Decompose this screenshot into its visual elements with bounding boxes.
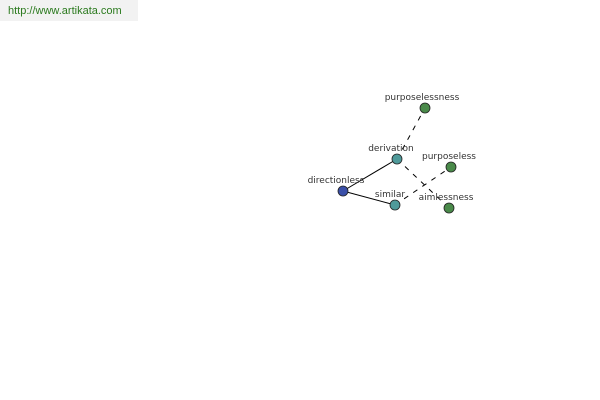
node-purposelessness[interactable]: purposelessness bbox=[385, 93, 460, 114]
edge-directionless-derivation bbox=[342, 158, 398, 192]
node-dot-directionless[interactable] bbox=[337, 185, 349, 197]
node-derivation[interactable]: derivation bbox=[368, 144, 414, 165]
node-label-derivation: derivation bbox=[368, 144, 414, 154]
node-label-similar: similar bbox=[375, 190, 405, 200]
node-label-directionless: directionless bbox=[308, 176, 365, 186]
node-dot-aimlessness[interactable] bbox=[443, 202, 455, 214]
node-directionless[interactable]: directionless bbox=[308, 176, 365, 197]
node-label-purposeless: purposeless bbox=[422, 152, 476, 162]
node-label-aimlessness: aimlessness bbox=[419, 193, 474, 203]
top-bar: http://www.artikata.com bbox=[0, 0, 138, 21]
node-dot-derivation[interactable] bbox=[391, 153, 403, 165]
node-purposeless[interactable]: purposeless bbox=[422, 152, 476, 173]
node-aimlessness[interactable]: aimlessness bbox=[419, 193, 474, 214]
node-dot-purposeless[interactable] bbox=[445, 161, 457, 173]
node-label-purposelessness: purposelessness bbox=[385, 93, 460, 103]
nodes-layer: directionless derivation similar purposeles… bbox=[308, 93, 476, 214]
edge-derivation-aimlessness bbox=[396, 158, 450, 209]
edge-directionless-similar bbox=[342, 190, 396, 206]
edge-similar-purposeless bbox=[394, 166, 452, 206]
node-similar[interactable]: similar bbox=[375, 190, 405, 211]
edge-derivation-purposelessness bbox=[396, 107, 426, 160]
site-url-link[interactable]: http://www.artikata.com bbox=[8, 5, 122, 17]
node-dot-similar[interactable] bbox=[389, 199, 401, 211]
node-dot-purposelessness[interactable] bbox=[419, 102, 431, 114]
edges-layer bbox=[342, 107, 452, 209]
